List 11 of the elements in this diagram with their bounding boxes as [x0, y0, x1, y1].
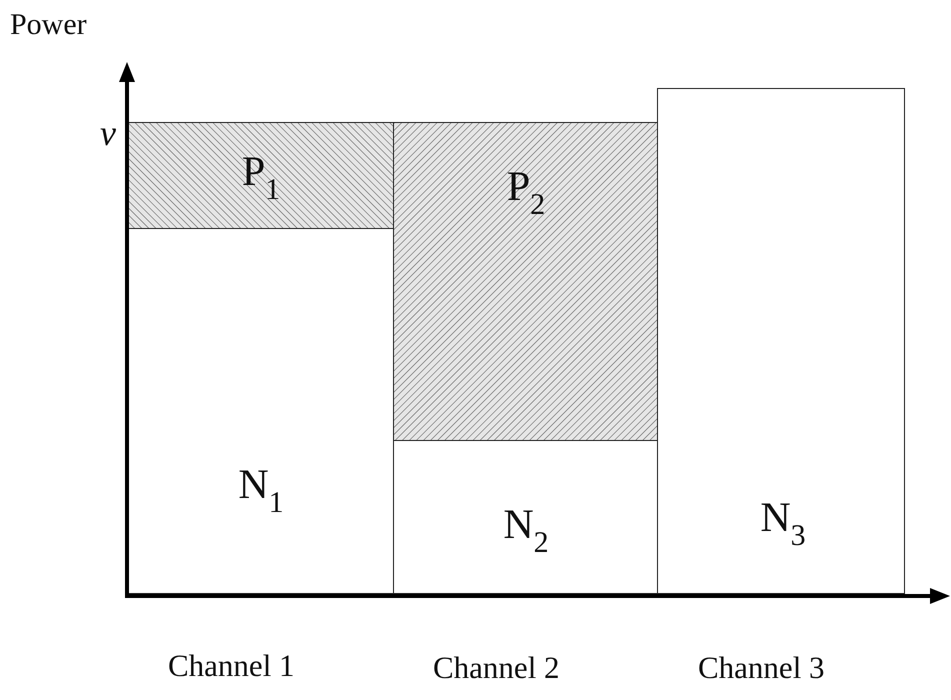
axis-title: Power	[10, 10, 87, 40]
channel-label: Channel 1	[168, 650, 295, 681]
noise-box	[657, 88, 905, 594]
hatched-power-box	[393, 122, 658, 441]
box-label: N$_{1}$	[238, 464, 284, 518]
box-label: N$_{2}$	[503, 504, 549, 558]
channel-label: Channel 2	[433, 652, 560, 683]
hatched-power-box	[127, 122, 394, 229]
channel-label: Channel 3	[698, 652, 825, 683]
level-label: v	[100, 115, 116, 151]
box-label: N$_{3}$	[760, 497, 806, 551]
